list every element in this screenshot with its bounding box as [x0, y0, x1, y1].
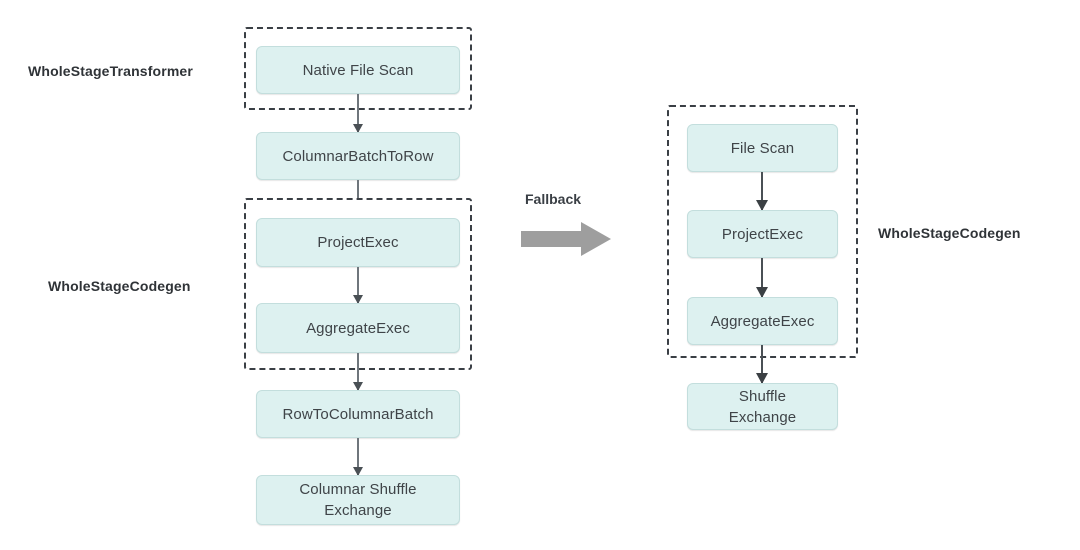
arrow-stem: [760, 258, 764, 297]
node-columnar-batch-to-row-label: ColumnarBatchToRow: [282, 147, 434, 165]
node-shuffle-exchange-label-line2: Exchange: [728, 408, 797, 426]
arrow-head-icon: [756, 200, 768, 211]
node-aggregate-exec-right-label: AggregateExec: [710, 312, 815, 330]
node-project-exec-right[interactable]: ProjectExec: [687, 210, 838, 258]
arrow-stem: [357, 353, 359, 390]
node-project-exec-left[interactable]: ProjectExec: [256, 218, 460, 267]
node-native-file-scan[interactable]: Native File Scan: [256, 46, 460, 94]
arrow-head-icon: [756, 373, 768, 384]
arrow-head-icon: [353, 124, 363, 133]
arrow-stem: [760, 345, 764, 383]
node-file-scan[interactable]: File Scan: [687, 124, 838, 172]
node-project-exec-left-label: ProjectExec: [317, 234, 399, 251]
fallback-arrow-icon: [521, 222, 613, 261]
arrow-stem: [357, 94, 359, 132]
node-columnar-batch-to-row[interactable]: ColumnarBatchToRow: [256, 132, 460, 180]
arrow-head-icon: [756, 287, 768, 298]
node-aggregate-exec-left[interactable]: AggregateExec: [256, 303, 460, 353]
node-columnar-shuffle-exchange[interactable]: Columnar Shuffle Exchange: [256, 475, 460, 525]
arrow-head-icon: [353, 467, 363, 476]
arrow-stem: [357, 438, 359, 475]
node-columnar-shuffle-exchange-label-line2: Exchange: [324, 502, 392, 519]
node-row-to-columnar-batch-label: RowToColumnarBatch: [282, 405, 434, 423]
caption-whole-stage-codegen-left: WholeStageCodegen: [48, 278, 191, 294]
caption-whole-stage-codegen-right: WholeStageCodegen: [878, 225, 1021, 241]
arrow-head-icon: [353, 382, 363, 391]
node-shuffle-exchange[interactable]: Shuffle Exchange: [687, 383, 838, 430]
node-aggregate-exec-right[interactable]: AggregateExec: [687, 297, 838, 345]
arrow-head-icon: [353, 295, 363, 304]
arrow-stem: [760, 172, 764, 210]
node-project-exec-right-label: ProjectExec: [721, 225, 804, 243]
fallback-label: Fallback: [525, 191, 582, 207]
node-columnar-shuffle-exchange-label-line1: Columnar Shuffle: [299, 481, 417, 498]
node-row-to-columnar-batch[interactable]: RowToColumnarBatch: [256, 390, 460, 438]
node-shuffle-exchange-label-line1: Shuffle: [738, 387, 787, 405]
arrow-stem: [357, 267, 359, 303]
node-aggregate-exec-left-label: AggregateExec: [306, 319, 410, 337]
node-file-scan-label: File Scan: [730, 139, 795, 157]
caption-whole-stage-transformer: WholeStageTransformer: [28, 63, 193, 79]
node-native-file-scan-label: Native File Scan: [302, 61, 414, 79]
